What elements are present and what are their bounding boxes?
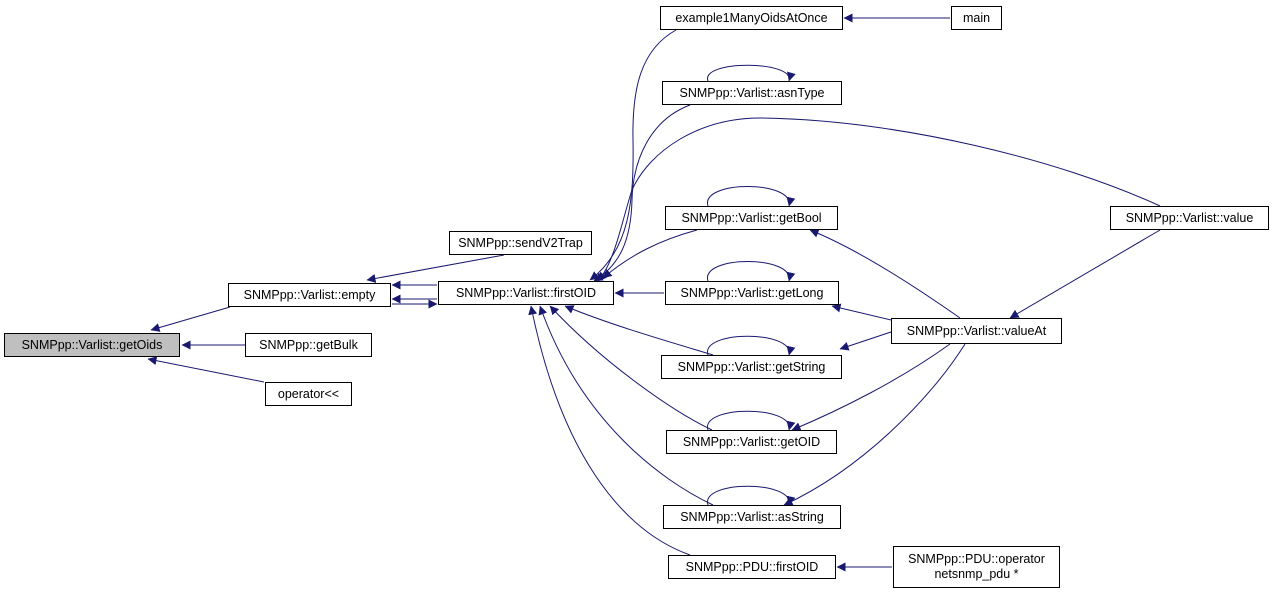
node-varlist-getoid[interactable]: SNMPpp::Varlist::getOID bbox=[666, 430, 837, 454]
call-edge-asntype-to-firstoid bbox=[593, 104, 691, 282]
node-sendv2trap[interactable]: SNMPpp::sendV2Trap bbox=[449, 231, 592, 255]
node-varlist-getstring[interactable]: SNMPpp::Varlist::getString bbox=[661, 355, 842, 379]
call-edge-example1-to-firstoid bbox=[589, 29, 677, 281]
node-label-line-2: netsnmp_pdu * bbox=[934, 567, 1019, 581]
call-edge-self-loop-asstring bbox=[707, 485, 796, 506]
node-label: SNMPpp::PDU::firstOID bbox=[685, 559, 819, 574]
node-varlist-getoids[interactable]: SNMPpp::Varlist::getOids bbox=[4, 333, 180, 357]
call-edge-pdu-firstoid-to-firstoid bbox=[528, 305, 691, 556]
node-varlist-asstring[interactable]: SNMPpp::Varlist::asString bbox=[663, 505, 841, 529]
call-edge-self-loop-getstring bbox=[707, 335, 796, 356]
node-label-line-1: SNMPpp::PDU::operator bbox=[908, 552, 1045, 566]
call-edge-valueat-to-asstring bbox=[783, 343, 966, 506]
node-getbulk[interactable]: SNMPpp::getBulk bbox=[245, 333, 372, 357]
node-varlist-value[interactable]: SNMPpp::Varlist::value bbox=[1110, 206, 1269, 230]
node-main[interactable]: main bbox=[951, 6, 1002, 30]
call-edge-self-loop-getlong bbox=[707, 261, 796, 282]
call-edge-value-to-firstoid bbox=[597, 117, 1161, 282]
node-varlist-empty[interactable]: SNMPpp::Varlist::empty bbox=[228, 283, 391, 307]
node-label: SNMPpp::Varlist::getOID bbox=[682, 434, 821, 449]
node-varlist-firstoid[interactable]: SNMPpp::Varlist::firstOID bbox=[438, 281, 614, 305]
node-label: SNMPpp::Varlist::valueAt bbox=[906, 323, 1047, 338]
node-label: SNMPpp::Varlist::firstOID bbox=[455, 285, 597, 300]
node-label: SNMPpp::Varlist::getBool bbox=[681, 210, 822, 225]
node-varlist-getbool[interactable]: SNMPpp::Varlist::getBool bbox=[665, 206, 838, 230]
node-label: operator<< bbox=[277, 386, 340, 401]
call-edge-valueat-to-getlong bbox=[831, 303, 892, 321]
node-label: SNMPpp::Varlist::empty bbox=[243, 287, 376, 302]
node-example1manyoidsatonce[interactable]: example1ManyOidsAtOnce bbox=[660, 6, 843, 30]
call-edge-empty-to-getoids bbox=[150, 306, 231, 332]
node-label: SNMPpp::Varlist::getLong bbox=[680, 285, 824, 300]
call-edge-operator-shift-to-getoids bbox=[147, 356, 265, 383]
call-edge-self-loop-getoid bbox=[707, 410, 796, 431]
node-label: SNMPpp::Varlist::asnType bbox=[679, 85, 825, 100]
call-edge-self-loop-getbool bbox=[707, 186, 796, 207]
node-label: SNMPpp::Varlist::getString bbox=[677, 359, 826, 374]
node-label: SNMPpp::Varlist::getOids bbox=[21, 337, 163, 352]
node-label: SNMPpp::sendV2Trap bbox=[458, 235, 583, 250]
call-edge-valueat-to-getoid bbox=[791, 343, 951, 431]
node-varlist-valueat[interactable]: SNMPpp::Varlist::valueAt bbox=[891, 318, 1062, 344]
call-edge-self-loop-asntype bbox=[707, 64, 796, 82]
node-pdu-firstoid[interactable]: SNMPpp::PDU::firstOID bbox=[668, 555, 836, 579]
call-edge-valueat-to-getbool bbox=[809, 228, 961, 319]
call-edge-getbool-to-firstoid bbox=[602, 229, 698, 279]
call-edge-value-to-valueat bbox=[1009, 229, 1161, 319]
call-edge-sendv2trap-to-empty bbox=[366, 254, 505, 283]
node-varlist-getlong[interactable]: SNMPpp::Varlist::getLong bbox=[665, 281, 839, 305]
call-edge-getoid-to-firstoid bbox=[549, 305, 713, 431]
call-edge-asstring-to-firstoid bbox=[538, 305, 714, 506]
node-label: SNMPpp::getBulk bbox=[259, 337, 358, 352]
node-label: SNMPpp::Varlist::asString bbox=[680, 509, 824, 524]
node-operator-shift[interactable]: operator<< bbox=[265, 382, 352, 406]
call-edge-getstring-to-firstoid bbox=[564, 305, 714, 356]
call-edge-valueat-to-getstring bbox=[839, 331, 892, 351]
node-label: SNMPpp::Varlist::value bbox=[1125, 210, 1254, 225]
node-varlist-asntype[interactable]: SNMPpp::Varlist::asnType bbox=[662, 81, 842, 105]
node-label: example1ManyOidsAtOnce bbox=[675, 10, 828, 25]
node-label: main bbox=[962, 10, 991, 25]
